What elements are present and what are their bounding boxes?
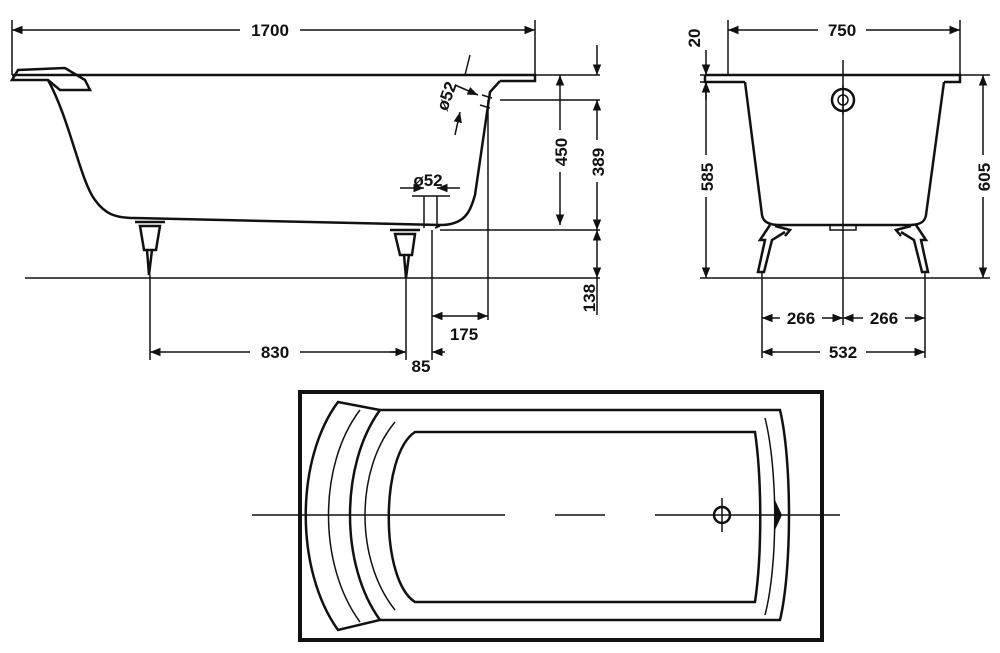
drain-pipe xyxy=(412,195,450,228)
dim-label-height-inner: 585 xyxy=(698,163,717,191)
leg-right xyxy=(390,228,420,279)
dim-label-inner-depth: 389 xyxy=(589,148,608,176)
end-leg-right xyxy=(893,224,930,274)
dim-label-leg-height: 138 xyxy=(580,284,599,312)
overflow-fitting xyxy=(479,94,493,109)
dim-label-length: 1700 xyxy=(251,21,289,40)
dim-label-height-total: 605 xyxy=(975,163,994,191)
end-rim xyxy=(703,73,962,84)
top-headrest xyxy=(304,400,383,632)
end-body-outline xyxy=(743,81,946,227)
dim-label-rim: 20 xyxy=(685,29,704,48)
top-view xyxy=(252,390,840,642)
leg-left xyxy=(135,220,165,276)
dim-label-overflow-dia: ø52 xyxy=(433,79,461,113)
end-view: 750 20 585 605 266 266 532 xyxy=(685,20,994,362)
tub-body-outline xyxy=(46,79,501,227)
side-view: 1700 450 389 138 ø52 ø52 830 xyxy=(9,20,608,376)
dim-label-leg-offset: 85 xyxy=(412,357,431,376)
end-leg-left xyxy=(756,224,793,274)
dim-label-drain-offset: 175 xyxy=(450,325,478,344)
dim-label-depth-total: 450 xyxy=(552,138,571,166)
dim-label-leg-spacing: 830 xyxy=(261,343,289,362)
dim-label-width: 750 xyxy=(828,21,856,40)
dim-label-leg-half-right: 266 xyxy=(870,309,898,328)
side-rim xyxy=(12,73,537,83)
top-outer-rim xyxy=(298,390,824,642)
dim-label-leg-span: 532 xyxy=(829,343,857,362)
dim-label-leg-half-left: 266 xyxy=(787,309,815,328)
dim-label-drain-dia: ø52 xyxy=(413,171,442,190)
